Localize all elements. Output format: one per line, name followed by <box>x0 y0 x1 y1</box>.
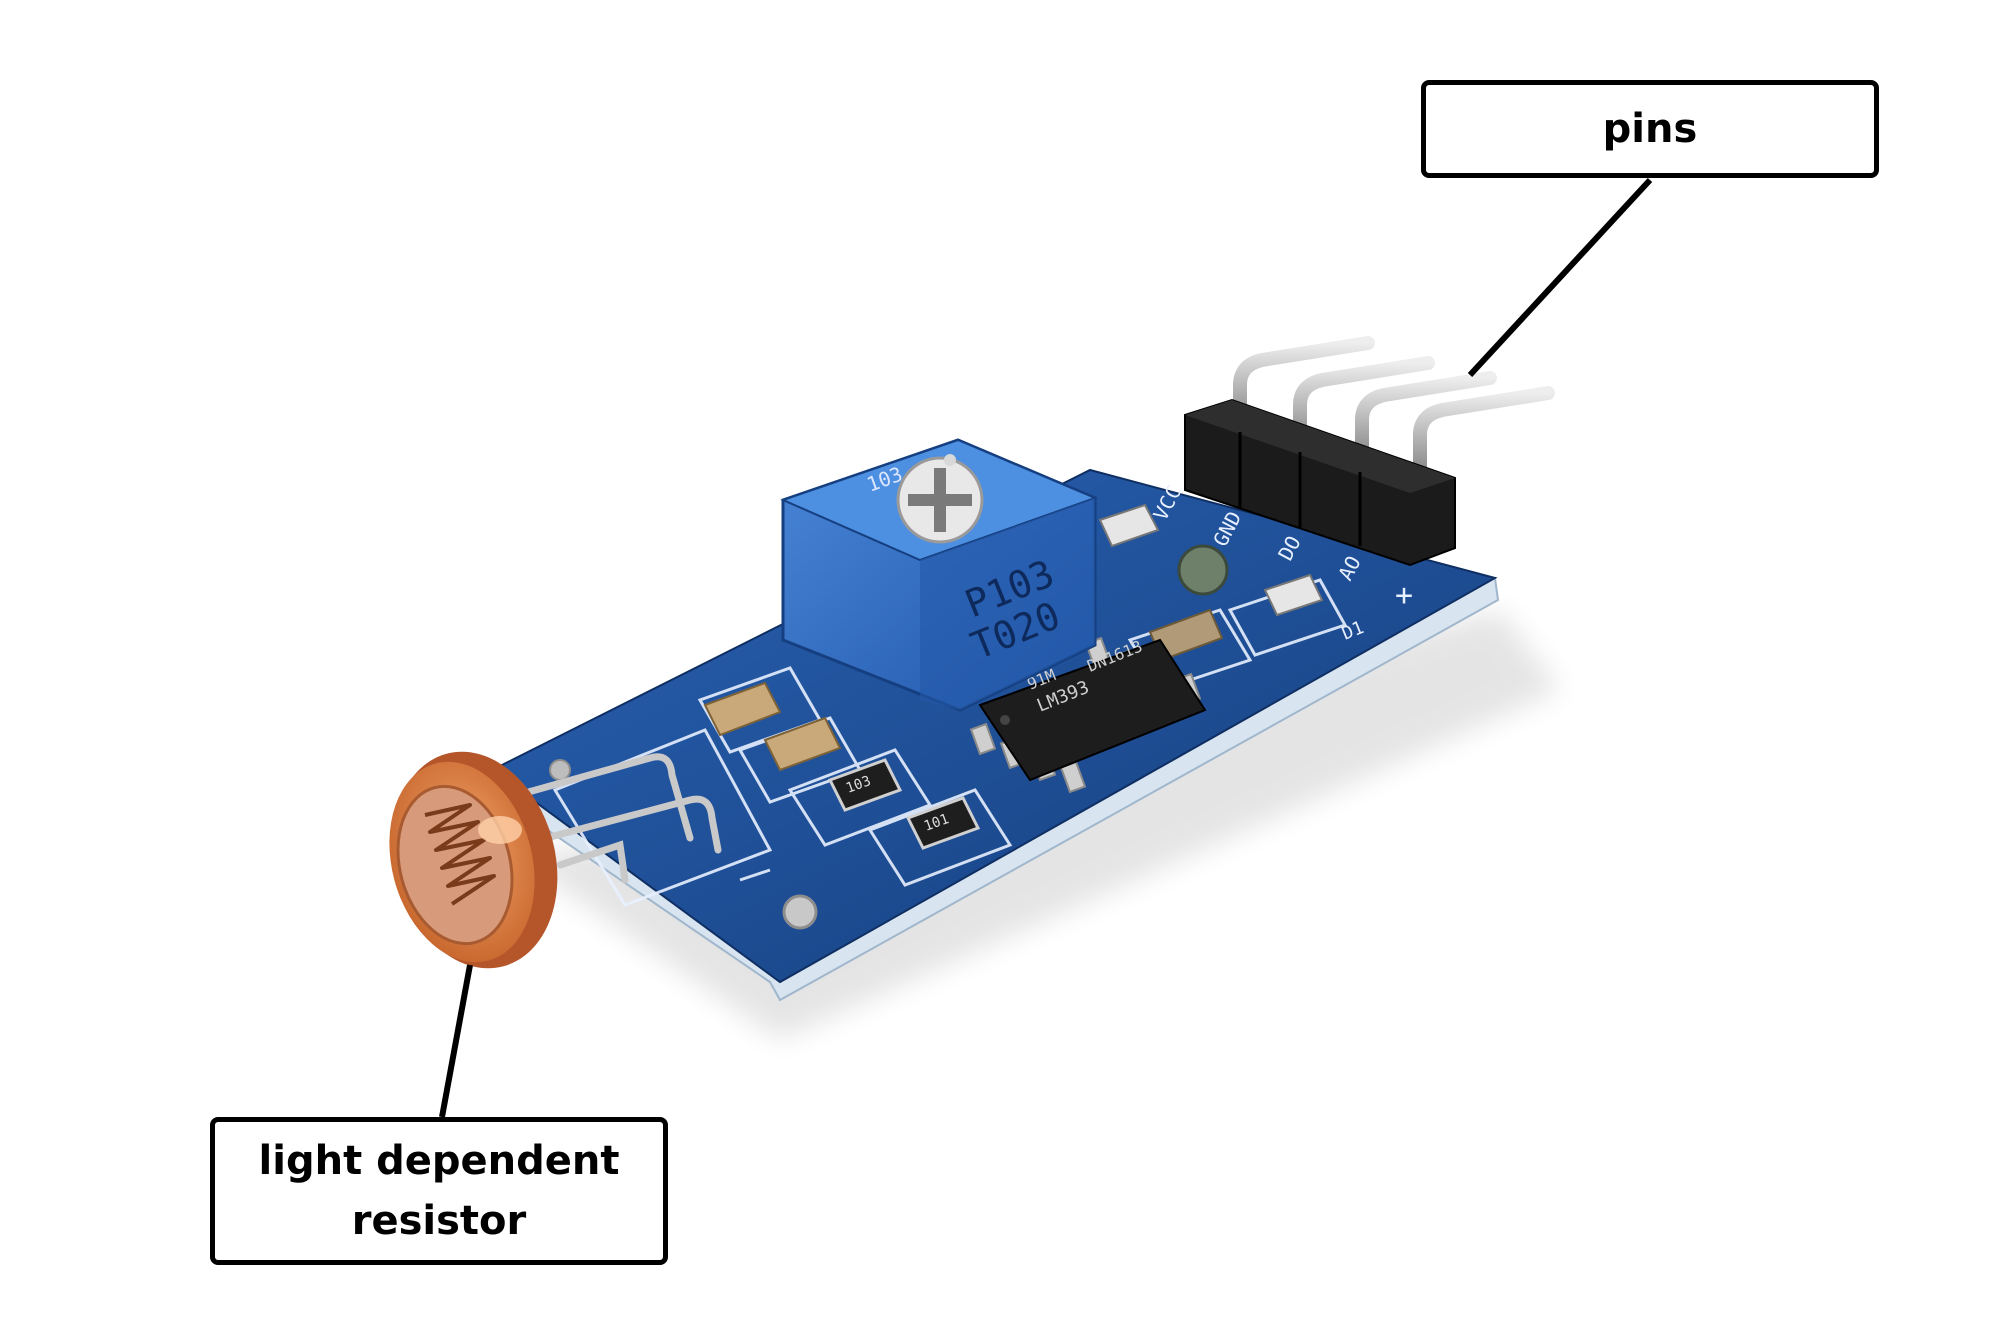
potentiometer: 103 P103 T020 <box>780 438 1098 712</box>
mounting-hole-left <box>782 894 818 930</box>
leader-line-pins <box>1467 177 1653 378</box>
plus-sign: + <box>1395 578 1413 613</box>
comparator-ic: LM393 91M DN1613 <box>969 636 1207 794</box>
ldr-leads <box>496 753 722 884</box>
mounting-hole-small <box>549 759 571 781</box>
indicator-leds: D1 <box>1098 503 1367 645</box>
smd-resistors: 103 101 <box>827 758 981 850</box>
header-pins <box>1184 336 1555 567</box>
callout-pins: pins <box>1421 80 1879 178</box>
callout-light-dependent-resistor: light dependent resistor <box>210 1117 668 1265</box>
callout-ldr-text: light dependent resistor <box>258 1138 620 1244</box>
leader-line-ldr <box>439 964 473 1118</box>
mounting-hole-top <box>1177 544 1229 596</box>
callout-pins-text: pins <box>1602 106 1698 152</box>
smd-capacitors <box>703 608 1224 772</box>
light-dependent-resistor <box>389 751 558 969</box>
